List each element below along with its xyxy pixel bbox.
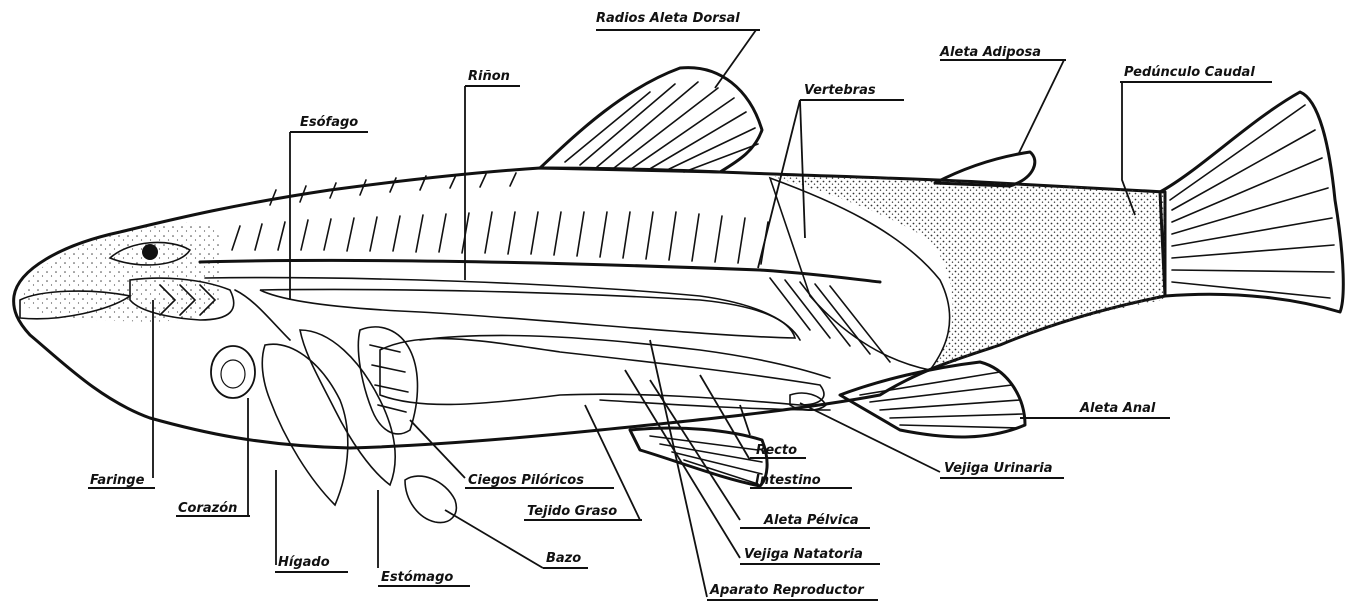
label-esofago: Esófago xyxy=(300,115,358,130)
caudal-peduncle-region xyxy=(770,176,1165,372)
label-bazo: Bazo xyxy=(546,551,581,566)
label-higado: Hígado xyxy=(278,555,330,570)
label-recto: Recto xyxy=(756,443,797,458)
label-aparato-reproductor: Aparato Reproductor xyxy=(709,583,865,598)
head-region xyxy=(20,222,222,321)
intestine xyxy=(380,339,824,405)
heart xyxy=(211,346,255,398)
label-intestino: Intestino xyxy=(755,473,821,488)
caudal-fin-rays xyxy=(1170,105,1334,298)
label-tejido-graso: Tejido Graso xyxy=(527,504,617,519)
neural-spines xyxy=(232,212,768,264)
label-estomago: Estómago xyxy=(381,570,453,585)
pupil xyxy=(142,244,158,260)
label-vertebras: Vertebras xyxy=(804,83,876,98)
pyloric-caeca-folds xyxy=(370,345,408,412)
label-aleta-anal: Aleta Anal xyxy=(1079,401,1156,416)
label-aleta-adiposa: Aleta Adiposa xyxy=(939,45,1041,60)
label-radios-aleta-dorsal: Radios Aleta Dorsal xyxy=(596,11,740,26)
label-faringe: Faringe xyxy=(90,473,145,488)
kidney xyxy=(205,278,800,340)
dorsal-fin xyxy=(540,68,762,172)
spleen xyxy=(405,476,456,522)
stomach xyxy=(300,330,395,485)
dorsal-fin-rays xyxy=(565,82,758,172)
label-pedunculo-caudal: Pedúnculo Caudal xyxy=(1124,65,1255,80)
label-rinon: Riñon xyxy=(468,69,510,84)
label-vejiga-urinaria: Vejiga Urinaria xyxy=(944,461,1053,476)
label-aleta-pelvica: Aleta Pélvica xyxy=(763,513,859,528)
vertebral-column xyxy=(200,260,880,282)
swim-bladder xyxy=(260,289,795,338)
haemal-spines xyxy=(770,278,890,362)
label-corazon: Corazón xyxy=(178,501,237,516)
label-ciegos-piloricos: Ciegos Pilóricos xyxy=(468,473,584,488)
label-vejiga-natatoria: Vejiga Natatoria xyxy=(744,547,863,562)
dorsal-pterygiophores xyxy=(270,173,516,205)
